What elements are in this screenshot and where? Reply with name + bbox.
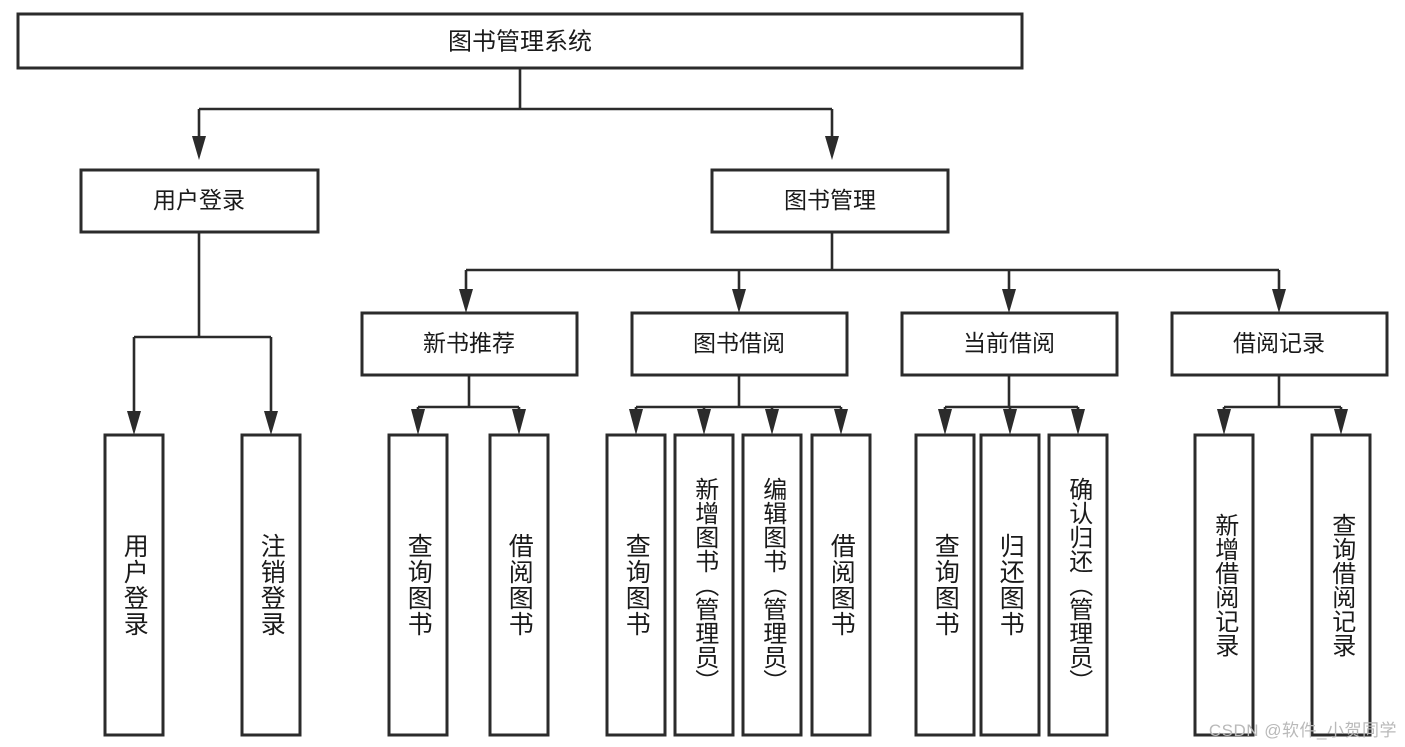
arrow-head-book-mgmt (825, 136, 839, 160)
arrow-head-borrow-record (1272, 289, 1286, 313)
arrow-head-new-book (459, 289, 473, 313)
node-box-leaf-confirm-return-admin[interactable] (1047, 433, 1109, 737)
arrow-head-bb-leaf-2 (697, 409, 711, 435)
node-box-leaf-borrow-book-nb[interactable] (488, 433, 550, 737)
node-label-book-management: 图书管理 (784, 187, 876, 213)
node-box-leaf-borrow-book-bb[interactable] (810, 433, 872, 737)
edges-user-login-to-leaves (127, 232, 278, 435)
node-label-book-borrow: 图书借阅 (693, 330, 785, 356)
arrow-head-nb-leaf-2 (512, 409, 526, 435)
arrow-head-cb-leaf-2 (1003, 409, 1017, 435)
node-label-new-book-recommend: 新书推荐 (423, 330, 515, 356)
edges-new-book-to-leaves (411, 375, 526, 435)
node-label-current-borrow: 当前借阅 (963, 330, 1055, 356)
node-label-root: 图书管理系统 (448, 28, 592, 55)
node-box-current-borrow[interactable] (900, 311, 1119, 377)
node-box-leaf-add-book-admin[interactable] (673, 433, 735, 737)
node-box-leaf-query-borrow-record[interactable] (1310, 433, 1372, 737)
arrow-head-bb-leaf-1 (629, 409, 643, 435)
node-box-borrow-record[interactable] (1170, 311, 1389, 377)
leaf-boxes (103, 433, 1372, 737)
arrow-head-leaf-user-login (127, 411, 141, 435)
arrow-head-cb-leaf-3 (1071, 409, 1085, 435)
arrow-head-nb-leaf-1 (411, 409, 425, 435)
node-box-leaf-edit-book-admin[interactable] (741, 433, 803, 737)
node-label-borrow-record: 借阅记录 (1233, 330, 1325, 356)
arrow-head-br-leaf-1 (1217, 409, 1231, 435)
node-box-leaf-query-book-cb[interactable] (914, 433, 976, 737)
node-box-leaf-query-book-bb[interactable] (605, 433, 667, 737)
node-label-user-login: 用户登录 (153, 187, 245, 213)
arrow-head-bb-leaf-4 (834, 409, 848, 435)
watermark-text: CSDN @软件_小贺同学 (1208, 721, 1397, 740)
edges-book-mgmt-to-level3 (459, 232, 1286, 313)
node-box-leaf-user-login[interactable] (103, 433, 165, 737)
edges-current-borrow-to-leaves (938, 375, 1085, 435)
arrow-head-bb-leaf-3 (765, 409, 779, 435)
arrow-head-borrow-book (732, 289, 746, 313)
arrow-head-current-borrow (1002, 289, 1016, 313)
node-box-book-borrow[interactable] (630, 311, 849, 377)
node-box-user-login[interactable] (79, 168, 320, 234)
node-box-leaf-query-book-nb[interactable] (387, 433, 449, 737)
node-box-new-book-recommend[interactable] (360, 311, 579, 377)
arrow-head-cb-leaf-1 (938, 409, 952, 435)
node-box-leaf-add-borrow-record[interactable] (1193, 433, 1255, 737)
node-box-root[interactable] (16, 12, 1024, 70)
arrow-head-br-leaf-2 (1334, 409, 1348, 435)
node-box-leaf-return-book[interactable] (979, 433, 1041, 737)
arrow-head-leaf-logout (264, 411, 278, 435)
node-box-book-management[interactable] (710, 168, 950, 234)
edges-borrow-book-to-leaves (629, 375, 848, 435)
edges-root-to-level2 (192, 68, 839, 160)
node-box-leaf-logout[interactable] (240, 433, 302, 737)
arrow-head-user-login (192, 136, 206, 160)
edges-borrow-record-to-leaves (1217, 375, 1348, 435)
